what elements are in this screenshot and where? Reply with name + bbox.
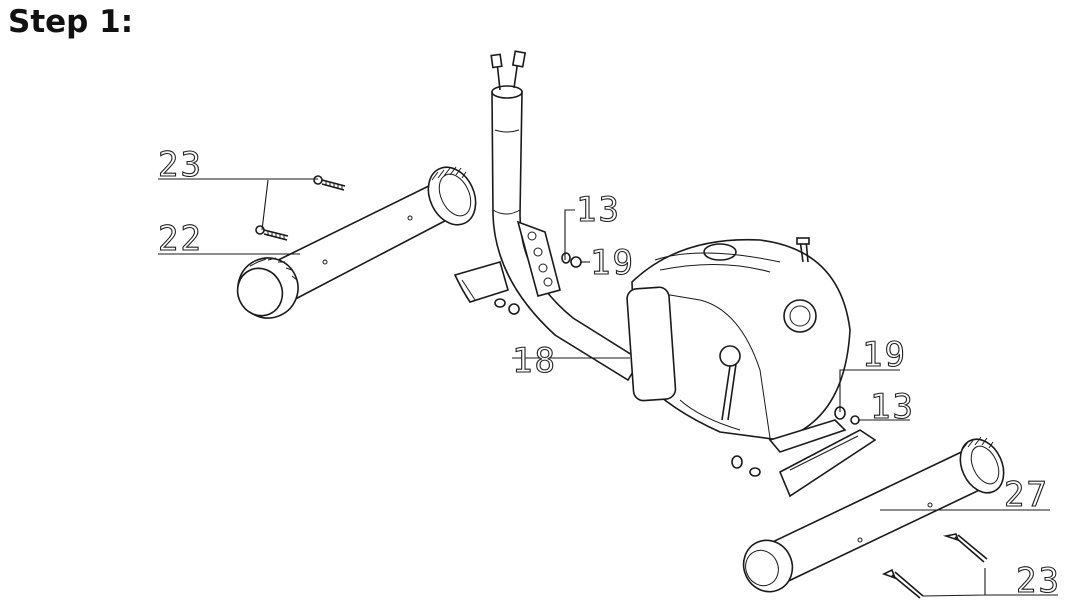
callout-19-bottom: 19: [862, 335, 907, 375]
washer-nut-pair-rear: [731, 455, 761, 477]
rear-foot-bracket: [768, 419, 877, 498]
rear-stabilizer-tube: [742, 436, 1005, 593]
leader-lines: [158, 178, 1058, 597]
step-title: Step 1:: [8, 4, 134, 40]
nut-19-top: [570, 256, 582, 268]
washer-13-bottom: [850, 415, 860, 425]
rear-bolt-upper: [942, 533, 988, 563]
callout-13-bottom: 13: [870, 387, 915, 427]
callout-27: 27: [1004, 475, 1049, 515]
washer-13-top: [561, 252, 571, 264]
front-stabilizer-tube: [236, 166, 477, 319]
callout-23-rear: 23: [1016, 561, 1061, 601]
rear-bolt-lower: [881, 568, 924, 599]
main-frame: [453, 50, 642, 382]
callout-19-top: 19: [590, 243, 635, 283]
front-bolt-upper: [313, 175, 346, 191]
front-bolt-lower: [255, 225, 289, 241]
callout-13-top: 13: [576, 190, 621, 230]
callout-18: 18: [512, 341, 557, 381]
flywheel-housing: [626, 237, 851, 441]
callout-22: 22: [158, 219, 203, 259]
callout-23-front: 23: [158, 145, 203, 185]
